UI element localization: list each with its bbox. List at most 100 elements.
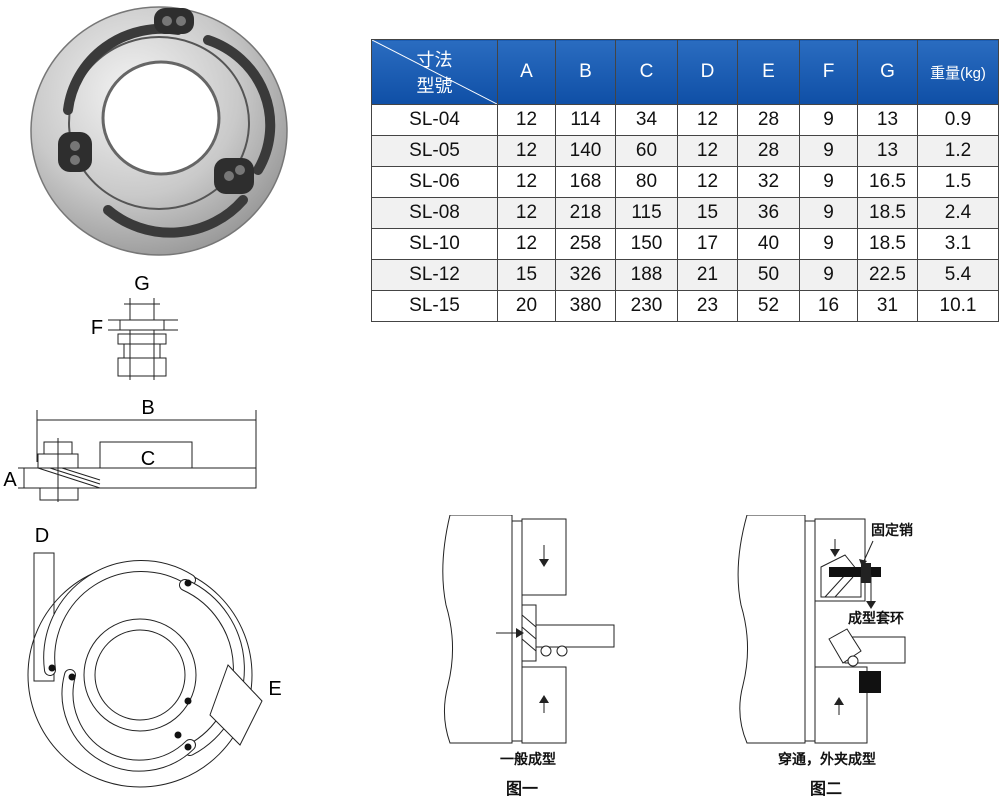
value-cell: 21 xyxy=(677,259,738,291)
model-cell: SL-04 xyxy=(371,104,498,136)
value-cell: 115 xyxy=(615,197,678,229)
value-cell: 9 xyxy=(799,135,858,167)
value-cell: 12 xyxy=(677,166,738,198)
value-cell: 218 xyxy=(555,197,616,229)
table-row: SL-06 12 168 80 12 32 9 16.5 1.5 xyxy=(371,166,999,198)
value-cell: 9 xyxy=(799,166,858,198)
model-cell: SL-06 xyxy=(371,166,498,198)
value-cell: 1.2 xyxy=(917,135,999,167)
value-cell: 31 xyxy=(857,290,918,322)
value-cell: 12 xyxy=(497,166,556,198)
dimension-label-b: B xyxy=(141,397,154,419)
dimension-label-e: E xyxy=(268,678,281,700)
corner-header: 寸法 型號 xyxy=(371,39,498,105)
value-cell: 40 xyxy=(737,228,800,260)
value-cell: 50 xyxy=(737,259,800,291)
value-cell: 52 xyxy=(737,290,800,322)
value-cell: 230 xyxy=(615,290,678,322)
value-cell: 60 xyxy=(615,135,678,167)
dimension-label-g: G xyxy=(134,273,150,295)
dimension-label-f: F xyxy=(91,317,103,339)
value-cell: 5.4 xyxy=(917,259,999,291)
value-cell: 22.5 xyxy=(857,259,918,291)
product-photo xyxy=(30,6,288,256)
figure-1-caption: 一般成型 xyxy=(500,751,556,767)
value-cell: 9 xyxy=(799,259,858,291)
value-cell: 17 xyxy=(677,228,738,260)
value-cell: 3.1 xyxy=(917,228,999,260)
figure-1-drawing xyxy=(442,515,615,744)
column-header: G xyxy=(857,39,918,105)
value-cell: 34 xyxy=(615,104,678,136)
value-cell: 36 xyxy=(737,197,800,229)
value-cell: 12 xyxy=(677,104,738,136)
value-cell: 1.5 xyxy=(917,166,999,198)
table-row: SL-08 12 218 115 15 36 9 18.5 2.4 xyxy=(371,197,999,229)
value-cell: 258 xyxy=(555,228,616,260)
value-cell: 28 xyxy=(737,104,800,136)
value-cell: 2.4 xyxy=(917,197,999,229)
value-cell: 80 xyxy=(615,166,678,198)
value-cell: 16 xyxy=(799,290,858,322)
value-cell: 12 xyxy=(497,228,556,260)
value-cell: 16.5 xyxy=(857,166,918,198)
dimension-label-a: A xyxy=(3,469,17,491)
diagonal-line xyxy=(372,40,497,104)
value-cell: 168 xyxy=(555,166,616,198)
column-header: C xyxy=(615,39,678,105)
value-cell: 28 xyxy=(737,135,800,167)
value-cell: 140 xyxy=(555,135,616,167)
model-cell: SL-10 xyxy=(371,228,498,260)
model-cell: SL-15 xyxy=(371,290,498,322)
model-cell: SL-05 xyxy=(371,135,498,167)
value-cell: 12 xyxy=(677,135,738,167)
value-cell: 380 xyxy=(555,290,616,322)
table-row: SL-05 12 140 60 12 28 9 13 1.2 xyxy=(371,135,999,167)
value-cell: 12 xyxy=(497,104,556,136)
value-cell: 15 xyxy=(497,259,556,291)
dimension-label-d: D xyxy=(35,525,49,547)
value-cell: 9 xyxy=(799,197,858,229)
value-cell: 18.5 xyxy=(857,197,918,229)
figure-2-caption: 穿通，外夹成型 xyxy=(778,751,876,767)
model-cell: SL-12 xyxy=(371,259,498,291)
column-header: F xyxy=(799,39,858,105)
bolt-detail-drawing: G F xyxy=(91,273,178,380)
value-cell: 150 xyxy=(615,228,678,260)
value-cell: 15 xyxy=(677,197,738,229)
figure-1-label: 图一 xyxy=(505,781,538,798)
corner-label-model: 型號 xyxy=(416,76,453,96)
table-row: SL-12 15 326 188 21 50 9 22.5 5.4 xyxy=(371,259,999,291)
value-cell: 114 xyxy=(555,104,616,136)
table-header-row: 寸法 型號 A B C D E F G 重量(kg) xyxy=(371,39,999,105)
value-cell: 13 xyxy=(857,135,918,167)
value-cell: 12 xyxy=(497,135,556,167)
table-row: SL-04 12 114 34 12 28 9 13 0.9 xyxy=(371,104,999,136)
model-cell: SL-08 xyxy=(371,197,498,229)
value-cell: 9 xyxy=(799,104,858,136)
value-cell: 12 xyxy=(497,197,556,229)
table-row: SL-10 12 258 150 17 40 9 18.5 3.1 xyxy=(371,228,999,260)
corner-label-dimension: 寸法 xyxy=(416,50,453,70)
value-cell: 23 xyxy=(677,290,738,322)
column-header: A xyxy=(497,39,556,105)
value-cell: 9 xyxy=(799,228,858,260)
value-cell: 20 xyxy=(497,290,556,322)
column-header: B xyxy=(555,39,616,105)
value-cell: 188 xyxy=(615,259,678,291)
table-row: SL-15 20 380 230 23 52 16 31 10.1 xyxy=(371,290,999,322)
plan-view-drawing: D E xyxy=(27,525,282,788)
column-header: E xyxy=(737,39,800,105)
spec-table: 寸法 型號 A B C D E F G 重量(kg) SL-04 12 114 … xyxy=(371,39,999,322)
forming-ring-label: 成型套环 xyxy=(848,610,904,626)
figure-2-label: 图二 xyxy=(809,781,842,798)
value-cell: 0.9 xyxy=(917,104,999,136)
dimension-label-c: C xyxy=(141,448,155,470)
figure-2-drawing xyxy=(737,515,906,744)
value-cell: 32 xyxy=(737,166,800,198)
section-drawing: B C A xyxy=(3,397,257,502)
value-cell: 10.1 xyxy=(917,290,999,322)
column-header: D xyxy=(677,39,738,105)
value-cell: 13 xyxy=(857,104,918,136)
pin-label: 固定销 xyxy=(871,522,913,538)
